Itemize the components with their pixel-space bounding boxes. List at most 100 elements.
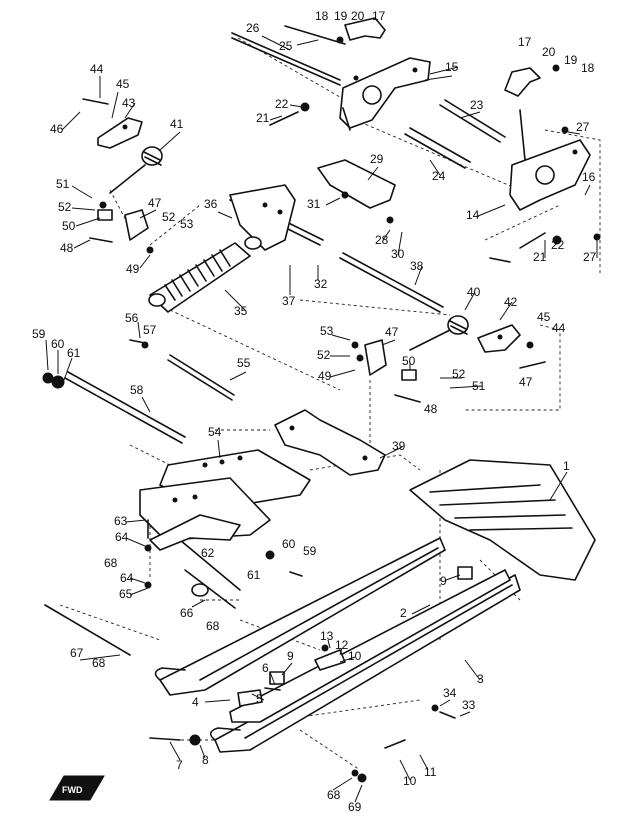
callout-46: 46	[50, 122, 64, 136]
bracket-clip-17-right	[504, 67, 541, 97]
callout-61: 61	[67, 346, 81, 360]
leader-line	[449, 385, 483, 389]
leader-line	[379, 446, 403, 459]
callout-32: 32	[314, 277, 328, 291]
leader-line	[399, 759, 411, 781]
leader-line	[459, 111, 481, 119]
callout-60: 60	[51, 337, 65, 351]
callout-45: 45	[537, 310, 551, 324]
leader-line	[224, 289, 246, 311]
leader-line	[382, 229, 391, 241]
leader-line	[331, 334, 351, 341]
rear-pivot-bracket	[274, 409, 386, 476]
callout-11: 11	[424, 765, 437, 779]
leader-line	[141, 396, 151, 413]
callout-62: 62	[201, 546, 215, 560]
leader-line	[296, 39, 319, 46]
callout-44: 44	[90, 62, 104, 76]
callout-5: 5	[256, 692, 263, 706]
callout-51: 51	[472, 379, 486, 393]
leader-line	[367, 166, 379, 181]
callout-68: 68	[327, 788, 341, 802]
leader-line	[464, 291, 476, 311]
upper-arm-assembly	[229, 159, 396, 251]
callout-44: 44	[552, 321, 566, 335]
callout-53: 53	[180, 217, 194, 231]
callout-56: 56	[125, 311, 139, 325]
callout-16: 16	[582, 170, 596, 184]
leader-line	[424, 75, 453, 81]
leader-line	[125, 519, 147, 523]
leader-line	[73, 239, 91, 249]
leader-line	[439, 699, 451, 707]
callout-12: 12	[335, 638, 349, 652]
leader-line	[339, 656, 356, 663]
callout-69: 69	[348, 800, 362, 814]
callout-33: 33	[462, 698, 476, 712]
callout-20: 20	[351, 9, 365, 23]
leader-line	[477, 204, 506, 217]
track-slide-frame	[409, 459, 596, 581]
leader-line	[229, 371, 247, 381]
callout-18: 18	[581, 61, 595, 75]
callout-2: 2	[400, 606, 407, 620]
callout-37: 37	[282, 294, 296, 308]
bracket-clip-17-top	[344, 17, 386, 41]
leader-line	[204, 699, 231, 703]
leader-line	[199, 744, 206, 759]
leader-line	[567, 131, 581, 135]
leader-line	[281, 662, 293, 676]
callout-28: 28	[375, 233, 389, 247]
leader-line	[124, 102, 136, 119]
callout-58: 58	[130, 383, 144, 397]
callout-38: 38	[410, 259, 424, 273]
callout-59: 59	[32, 327, 46, 341]
callout-34: 34	[443, 686, 457, 700]
callout-41: 41	[170, 117, 184, 131]
callout-65: 65	[119, 587, 133, 601]
callout-64: 64	[120, 571, 134, 585]
callout-17: 17	[372, 9, 386, 23]
leader-line	[251, 693, 265, 701]
callout-68: 68	[206, 619, 220, 633]
slide-rail-right	[209, 569, 521, 753]
leader-line	[445, 574, 461, 581]
callout-22: 22	[275, 97, 289, 111]
leader-lines	[45, 35, 598, 803]
leader-line	[429, 159, 441, 176]
callout-39: 39	[392, 439, 406, 453]
callout-7: 7	[176, 758, 183, 772]
leader-line	[61, 111, 81, 131]
callout-35: 35	[234, 304, 248, 318]
torsion-spring-right	[409, 315, 469, 351]
callout-47: 47	[148, 196, 162, 210]
leader-line	[419, 754, 429, 771]
mount-block-left	[97, 209, 149, 241]
leader-line	[584, 184, 591, 196]
callout-52: 52	[452, 367, 466, 381]
callout-19: 19	[334, 9, 348, 23]
callout-45: 45	[116, 77, 130, 91]
callout-22: 22	[551, 238, 565, 252]
callout-67: 67	[70, 646, 84, 660]
spring-bracket-left	[97, 117, 143, 149]
leader-line	[125, 537, 146, 547]
callout-numbers: 18 19 20 17 26 25 15 17 20 19 18 44 45 4…	[32, 9, 597, 814]
callout-18: 18	[315, 9, 329, 23]
callout-51: 51	[56, 177, 70, 191]
callout-30: 30	[391, 247, 405, 261]
callout-48: 48	[60, 241, 74, 255]
callout-24: 24	[432, 169, 446, 183]
callout-21: 21	[533, 250, 547, 264]
callout-10: 10	[348, 649, 362, 663]
callout-8: 8	[202, 753, 209, 767]
leader-line	[217, 439, 221, 459]
leader-line	[71, 207, 96, 211]
callout-19: 19	[564, 53, 578, 67]
leader-line	[464, 659, 481, 681]
callout-29: 29	[370, 152, 384, 166]
callout-68: 68	[92, 656, 106, 670]
callout-57: 57	[143, 323, 157, 337]
small-hardware	[42, 36, 601, 783]
